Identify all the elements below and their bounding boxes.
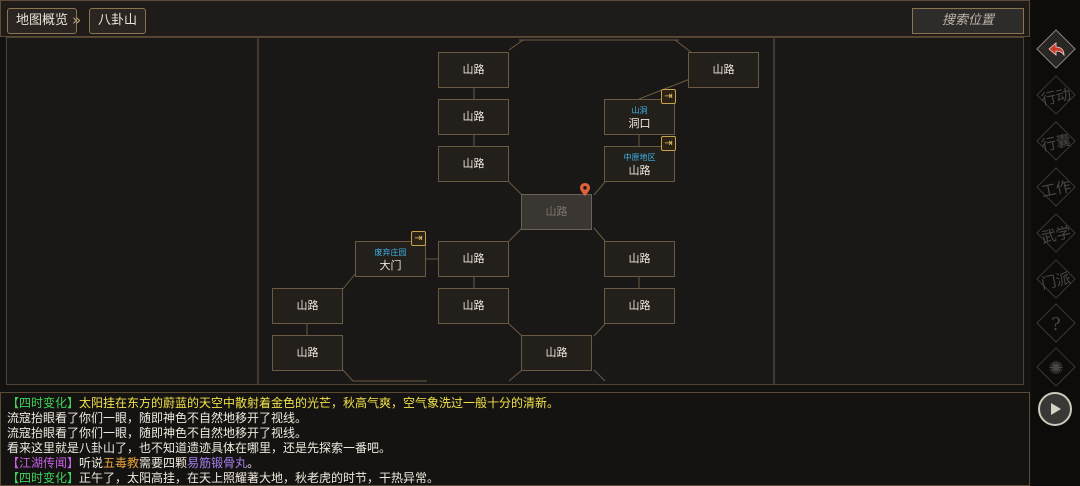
log-tag-rumor: 【江湖传闻】 (7, 456, 80, 470)
map-node-current[interactable]: 山路 (521, 194, 592, 230)
breadcrumb-map-overview[interactable]: 地图概览 (7, 8, 78, 34)
play-button[interactable] (1038, 392, 1072, 426)
map-node-road[interactable]: 山路 (272, 335, 343, 371)
map-node-road[interactable]: 山路 (604, 241, 675, 277)
map-node-manor-gate[interactable]: 废弃庄园 大门 (355, 241, 426, 277)
play-icon (1051, 403, 1061, 415)
connector (593, 369, 606, 382)
log-line: 流寇抬眼看了你们一眼，随即神色不自然地移开了视线。 (7, 426, 308, 440)
help-icon: ? (1051, 313, 1061, 335)
map-node-road[interactable]: 山路 (438, 52, 509, 88)
connector (508, 323, 523, 337)
log-line: 【四时变化】太阳挂在东方的蔚蓝的天空中散射着金色的光芒，秋高气爽，空气象洗过一般… (7, 396, 560, 410)
map-node-road[interactable]: 山路 (438, 241, 509, 277)
map-node-road[interactable]: 山路 (521, 335, 592, 371)
connector (593, 323, 606, 337)
back-button[interactable] (1036, 29, 1076, 69)
breadcrumb-current: 八卦山 (89, 8, 147, 34)
sidebar-help-button[interactable]: ? (1036, 303, 1076, 343)
map-panel: 山路 山路 山路 山路 山洞 洞口 ⇥ 中原地区 山路 ⇥ 山路 废弃庄园 大门… (6, 37, 1024, 385)
log-line: 【四时变化】正午了，太阳高挂，在天上照耀著大地，秋老虎的时节，干热异常。 (7, 471, 440, 485)
map-node-road[interactable]: 山路 (272, 288, 343, 324)
sidebar-martial-button[interactable]: 武学 (1036, 213, 1076, 253)
log-tag-season: 【四时变化】 (7, 396, 80, 410)
exit-door-icon[interactable]: ⇥ (411, 231, 426, 246)
log-sect-name: 五毒教 (103, 456, 140, 470)
message-log: 【四时变化】太阳挂在东方的蔚蓝的天空中散射着金色的光芒，秋高气爽，空气象洗过一般… (0, 392, 1030, 486)
connector (674, 39, 692, 53)
breadcrumb-separator-icon: » (72, 11, 82, 29)
map-node-central-plains-road[interactable]: 中原地区 山路 (604, 146, 675, 182)
connector (508, 39, 524, 51)
connector (342, 273, 356, 290)
connector (342, 369, 354, 382)
connector (508, 181, 523, 196)
map-node-road[interactable]: 山路 (688, 52, 759, 88)
settings-icon: ✺ (1048, 357, 1064, 379)
search-input[interactable]: 搜索位置 (912, 8, 1024, 34)
sidebar-bag-button[interactable]: 行囊 (1036, 121, 1076, 161)
sidebar-work-button[interactable]: 工作 (1036, 167, 1076, 207)
connector (508, 369, 523, 382)
log-line: 流寇抬眼看了你们一眼，随即神色不自然地移开了视线。 (7, 411, 308, 425)
sidebar-action-button[interactable]: 行动 (1036, 75, 1076, 115)
map-node-road[interactable]: 山路 (438, 99, 509, 135)
log-line: 【江湖传闻】听说五毒教需要四颗易筋锻骨丸。 (7, 456, 260, 470)
back-arrow-icon (1048, 42, 1065, 57)
map-node-road[interactable]: 山路 (604, 288, 675, 324)
map-node-cave-entrance[interactable]: 山洞 洞口 (604, 99, 675, 135)
map-connections (257, 38, 775, 384)
map-node-road[interactable]: 山路 (438, 146, 509, 182)
connector (593, 227, 606, 242)
log-tag-season: 【四时变化】 (7, 471, 80, 485)
log-item-name: 易筋锻骨丸 (187, 456, 248, 470)
exit-door-icon[interactable]: ⇥ (661, 89, 676, 104)
connector (593, 181, 606, 196)
sidebar-settings-button[interactable]: ✺ (1036, 347, 1076, 387)
exit-door-icon[interactable]: ⇥ (661, 136, 676, 151)
top-bar: 地图概览 » 八卦山 搜索位置 (0, 0, 1030, 37)
map-node-road[interactable]: 山路 (438, 288, 509, 324)
location-pin-icon (580, 183, 590, 196)
connector (508, 227, 523, 242)
sidebar-sect-button[interactable]: 门派 (1036, 259, 1076, 299)
log-line: 看来这里就是八卦山了，也不知道遗迹具体在哪里，还是先探索一番吧。 (7, 441, 392, 455)
